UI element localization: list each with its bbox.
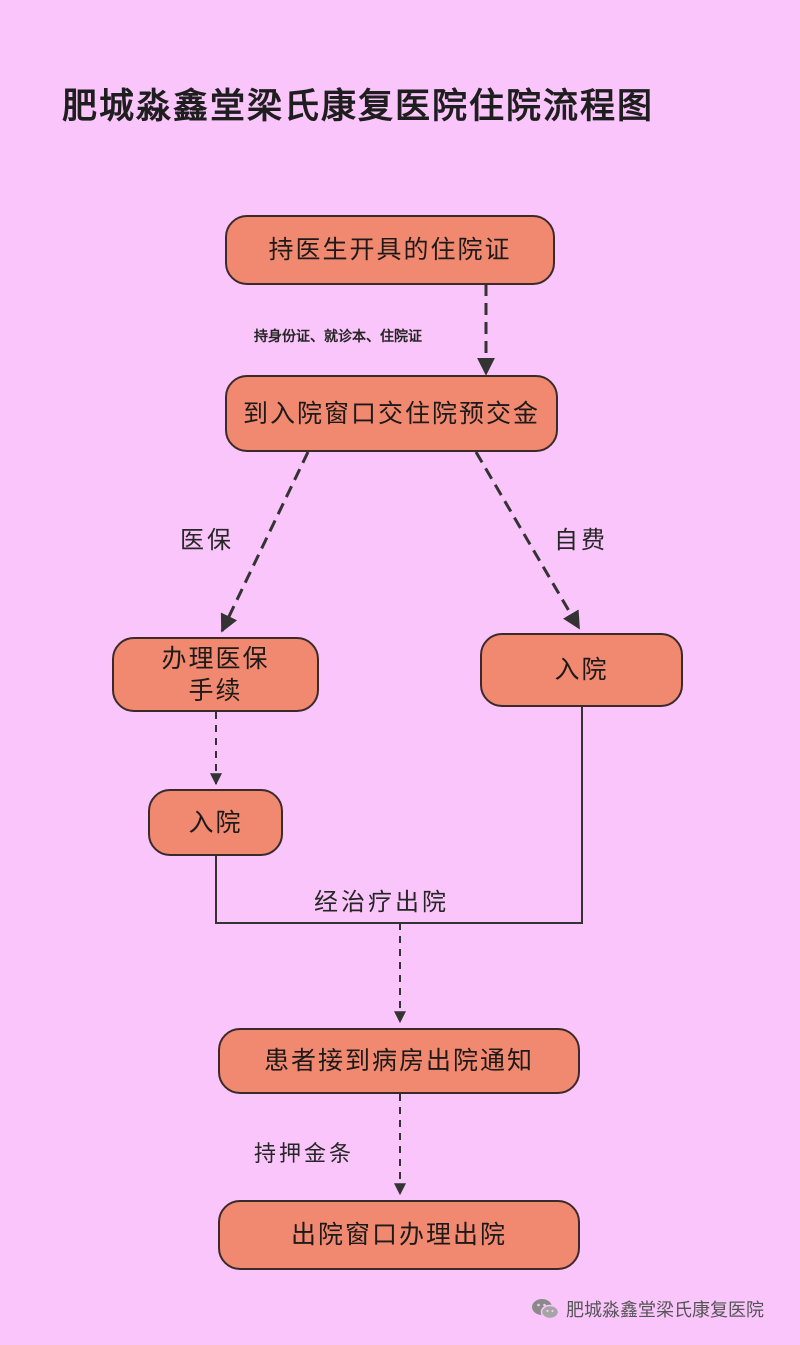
node-insurance-procedures: 办理医保手续 <box>112 637 319 712</box>
edge-label-treated-discharged: 经治疗出院 <box>314 888 449 916</box>
edge-label-documents: 持身份证、就诊本、住院证 <box>254 329 422 345</box>
edge-label-deposit-receipt: 持押金条 <box>254 1142 355 1167</box>
arrow-deposit-to-insurance <box>220 451 310 633</box>
watermark-text: 肥城淼鑫堂梁氏康复医院 <box>566 1300 764 1321</box>
edge-label-self-pay: 自费 <box>554 526 608 554</box>
wechat-icon <box>532 1299 560 1320</box>
node-pay-deposit: 到入院窗口交住院预交金 <box>225 375 558 452</box>
edge-label-insurance: 医保 <box>180 526 234 554</box>
merge-line-left <box>215 856 400 924</box>
arrow-deposit-to-selfpay <box>474 451 581 630</box>
node-discharge-window: 出院窗口办理出院 <box>218 1200 580 1270</box>
merge-line-right <box>400 707 583 924</box>
node-hold-certificate: 持医生开具的住院证 <box>225 215 555 285</box>
node-admit-selfpay: 入院 <box>480 633 683 707</box>
node-discharge-notice: 患者接到病房出院通知 <box>218 1028 580 1094</box>
watermark: 肥城淼鑫堂梁氏康复医院 <box>530 1296 764 1322</box>
node-admit-insurance: 入院 <box>148 789 283 856</box>
page-title: 肥城淼鑫堂梁氏康复医院住院流程图 <box>62 87 655 127</box>
